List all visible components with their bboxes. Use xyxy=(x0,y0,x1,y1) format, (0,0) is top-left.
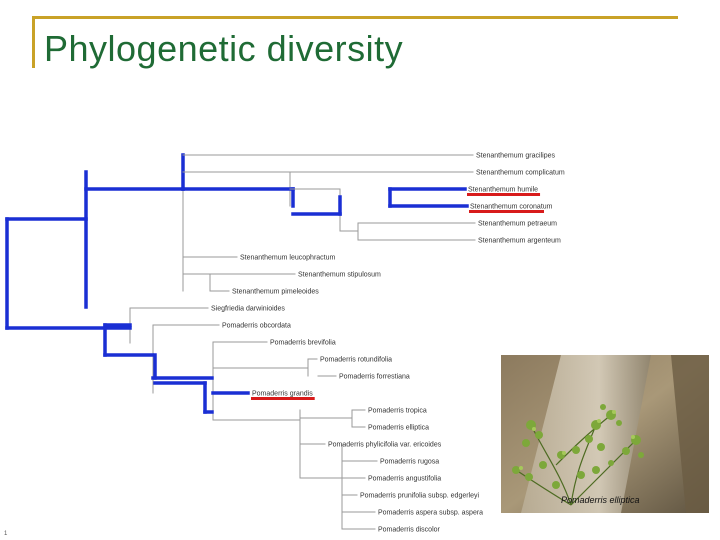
tip-label: Stenanthemum pimeleoides xyxy=(232,289,319,296)
tip-label: Pomaderris rotundifolia xyxy=(320,357,392,364)
plant-photo xyxy=(501,355,709,513)
tip-label: Stenanthemum argenteum xyxy=(478,238,561,245)
tip-label: Pomaderris rugosa xyxy=(380,459,439,466)
tip-label: Pomaderris grandis xyxy=(252,391,313,398)
tip-label: Stenanthemum complicatum xyxy=(476,170,565,177)
tip-label: Pomaderris obcordata xyxy=(222,323,291,330)
tip-label: Pomaderris forrestiana xyxy=(339,374,410,381)
tip-label: Stenanthemum coronatum xyxy=(470,204,553,211)
highlight-marker xyxy=(251,397,315,400)
tip-label: Pomaderris phylicifolia var. ericoides xyxy=(328,442,442,449)
title-frame-left-rule xyxy=(32,16,35,68)
tree-branches xyxy=(5,153,476,530)
tip-label: Siegfriedia darwinioides xyxy=(211,306,285,313)
photo-caption: Pomaderris elliptica xyxy=(561,495,640,505)
tip-label: Pomaderris brevifolia xyxy=(270,340,336,347)
tree-highlight-markers xyxy=(251,193,544,400)
tip-label: Pomaderris aspera subsp. aspera xyxy=(378,510,483,517)
tip-label: Pomaderris prunifolia subsp. edgerleyi xyxy=(360,493,480,500)
slide-title: Phylogenetic diversity xyxy=(44,28,404,69)
tip-label: Pomaderris tropica xyxy=(368,408,427,415)
plant-photo-image xyxy=(501,355,709,513)
tip-label: Pomaderris discolor xyxy=(378,527,441,534)
tip-label: Stenanthemum petraeum xyxy=(478,221,557,228)
tip-label: Stenanthemum leucophractum xyxy=(240,255,335,262)
title-frame-top-rule xyxy=(32,16,678,19)
slide-number: 1 xyxy=(4,531,8,537)
tip-label: Stenanthemum gracilipes xyxy=(476,153,555,160)
highlight-marker xyxy=(469,210,544,213)
tip-label: Pomaderris angustifolia xyxy=(368,476,441,483)
tip-label: Stenanthemum humile xyxy=(468,187,538,194)
tip-label: Pomaderris elliptica xyxy=(368,425,429,432)
tip-label: Stenanthemum stipulosum xyxy=(298,272,381,279)
highlight-marker xyxy=(467,193,541,196)
